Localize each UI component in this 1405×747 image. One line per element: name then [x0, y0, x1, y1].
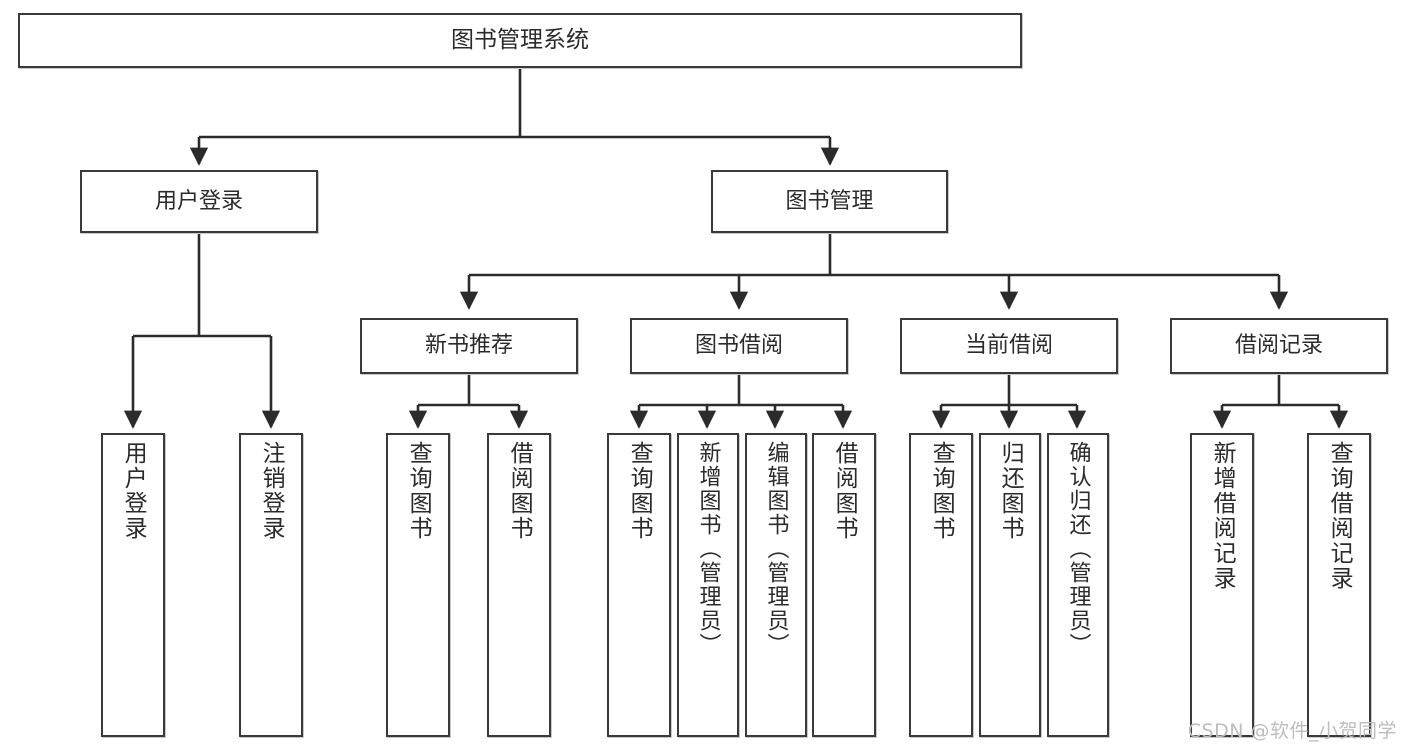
node-leaf-add-book-label: 新增图书（管理员）	[695, 441, 721, 657]
node-borrow-record-label: 借阅记录	[1234, 333, 1323, 359]
node-book-manage[interactable]: 图书管理	[711, 170, 948, 233]
node-user-login[interactable]: 用户登录	[80, 170, 318, 233]
node-leaf-query-book-1-label: 查询图书	[405, 441, 432, 541]
node-new-book-rec-label: 新书推荐	[424, 333, 513, 359]
node-leaf-user-logout[interactable]: 注销登录	[239, 433, 303, 737]
node-book-manage-label: 图书管理	[785, 188, 874, 214]
csdn-watermark: CSDN @软件_小贺同学	[1187, 720, 1397, 742]
node-leaf-borrow-book-2[interactable]: 借阅图书	[812, 433, 876, 737]
node-leaf-add-book[interactable]: 新增图书（管理员）	[677, 433, 739, 737]
node-current-borrow[interactable]: 当前借阅	[900, 318, 1118, 374]
node-leaf-user-login[interactable]: 用户登录	[101, 433, 165, 737]
node-leaf-borrow-book-1-label: 借阅图书	[506, 441, 533, 541]
node-root[interactable]: 图书管理系统	[18, 13, 1022, 68]
node-leaf-query-book-3[interactable]: 查询图书	[909, 433, 973, 737]
node-new-book-rec[interactable]: 新书推荐	[360, 318, 578, 374]
node-leaf-return-book[interactable]: 归还图书	[979, 433, 1041, 737]
node-leaf-edit-book-label: 编辑图书（管理员）	[763, 441, 789, 657]
node-leaf-confirm-return-label: 确认归还（管理员）	[1065, 441, 1091, 657]
node-leaf-borrow-book-2-label: 借阅图书	[831, 441, 858, 541]
node-leaf-query-book-3-label: 查询图书	[928, 441, 955, 541]
node-leaf-add-record-label: 新增借阅记录	[1209, 441, 1236, 591]
node-leaf-confirm-return[interactable]: 确认归还（管理员）	[1047, 433, 1109, 737]
node-current-borrow-label: 当前借阅	[964, 333, 1053, 359]
node-leaf-return-book-label: 归还图书	[997, 441, 1024, 541]
node-leaf-query-book-1[interactable]: 查询图书	[386, 433, 450, 737]
node-leaf-edit-book[interactable]: 编辑图书（管理员）	[745, 433, 807, 737]
node-book-borrow-label: 图书借阅	[694, 333, 783, 359]
node-leaf-user-logout-label: 注销登录	[258, 441, 285, 541]
node-leaf-user-login-label: 用户登录	[120, 441, 147, 541]
node-leaf-borrow-book-1[interactable]: 借阅图书	[487, 433, 551, 737]
node-book-borrow[interactable]: 图书借阅	[630, 318, 848, 374]
node-leaf-add-record[interactable]: 新增借阅记录	[1190, 433, 1254, 737]
node-leaf-query-book-2-label: 查询图书	[626, 441, 653, 541]
node-user-login-label: 用户登录	[154, 188, 243, 214]
node-leaf-query-book-2[interactable]: 查询图书	[607, 433, 671, 737]
node-leaf-query-record-label: 查询借阅记录	[1326, 441, 1353, 591]
node-leaf-query-record[interactable]: 查询借阅记录	[1307, 433, 1371, 737]
node-borrow-record[interactable]: 借阅记录	[1170, 318, 1388, 374]
node-root-label: 图书管理系统	[451, 26, 589, 53]
